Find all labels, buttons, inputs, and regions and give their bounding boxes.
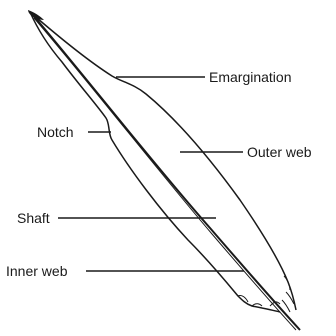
emargination-label: Emargination	[209, 69, 292, 85]
notch-label: Notch	[37, 124, 74, 140]
inner-web-label: Inner web	[6, 263, 67, 279]
outer-web-label: Outer web	[247, 144, 312, 160]
shaft	[32, 14, 300, 330]
outer-web-outline	[30, 12, 296, 310]
shaft-label: Shaft	[17, 210, 50, 226]
